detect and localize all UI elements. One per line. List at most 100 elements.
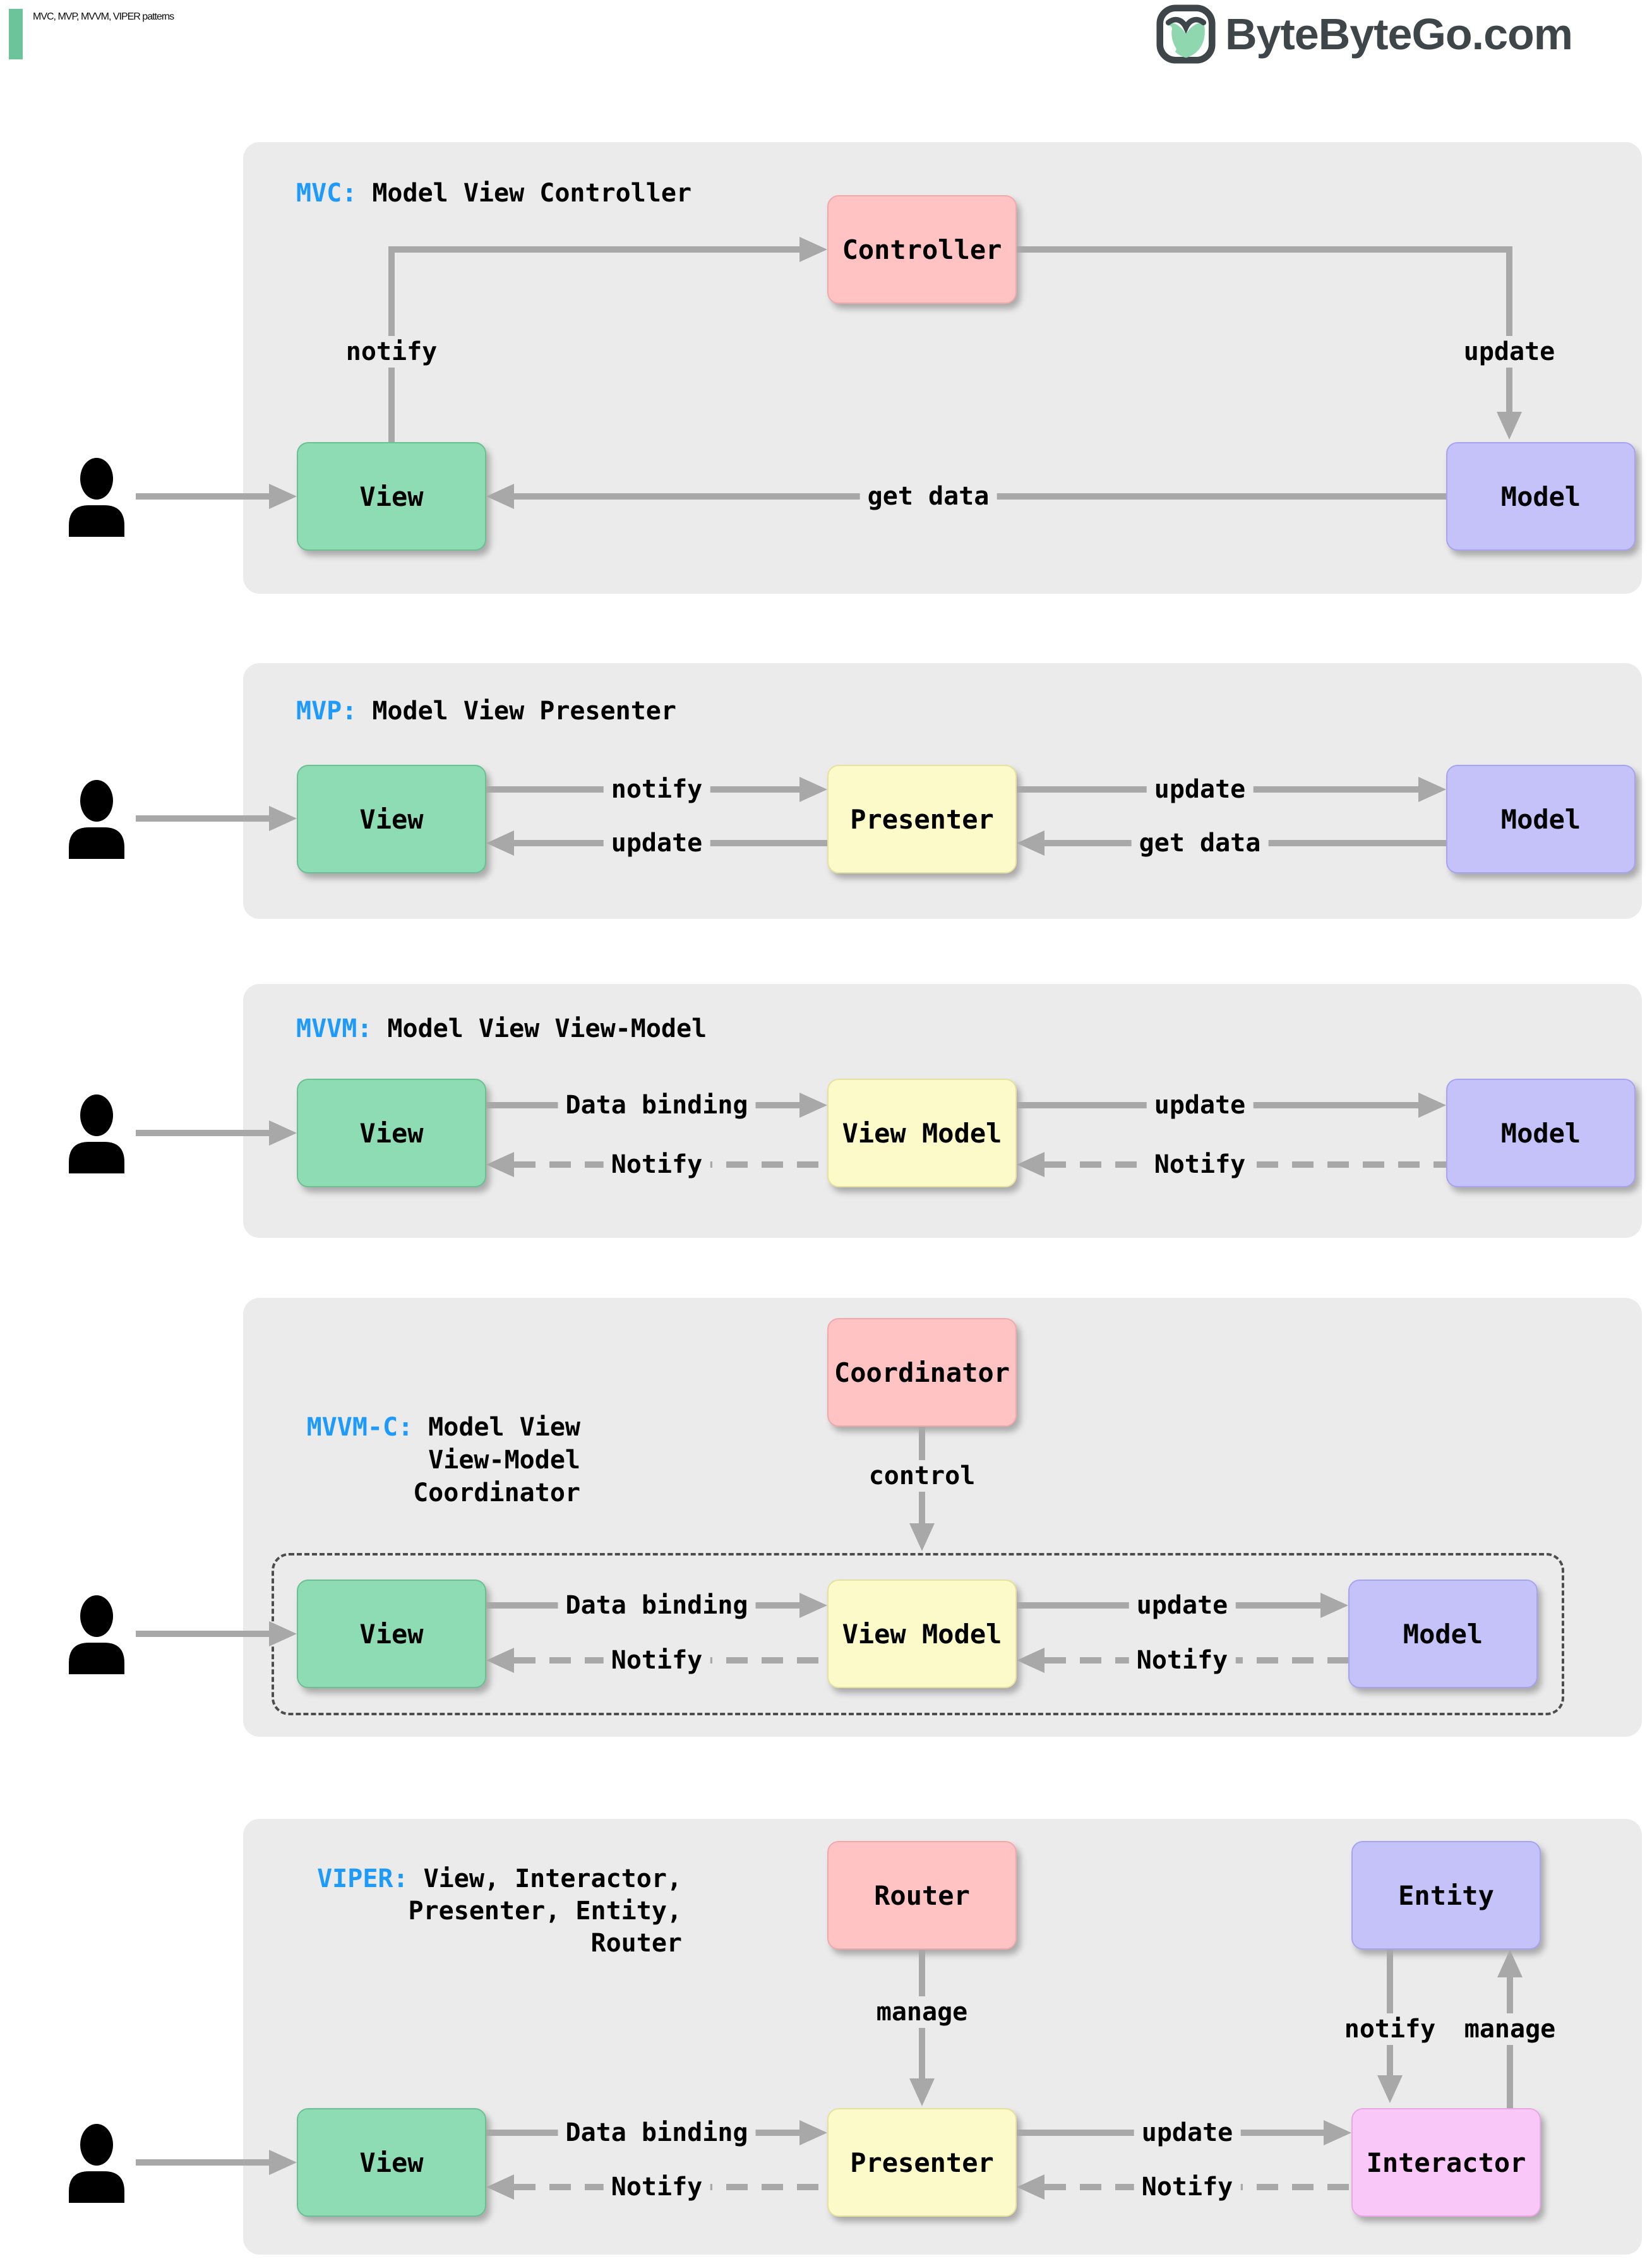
arrowhead-mvp-getdata bbox=[1017, 830, 1044, 856]
arrow-label-mvvmc-control: control bbox=[861, 1460, 983, 1492]
user-icon bbox=[69, 780, 124, 859]
arrowhead-mvp-user bbox=[269, 806, 297, 831]
arrowhead-mvvmc-control bbox=[909, 1523, 935, 1551]
arrow-line-viper-user bbox=[136, 2159, 269, 2166]
arrowhead-mvc-update bbox=[1497, 412, 1522, 440]
panel-mvvmc-label-line1: Model View bbox=[428, 1413, 580, 1442]
panel-viper-label-line3: Router bbox=[590, 1929, 683, 1958]
panel-viper-label-line2: Presenter, Entity, bbox=[408, 1897, 682, 1926]
page-title: MVC, MVP, MVVM, VIPER patterns bbox=[33, 11, 174, 22]
arrow-label-mvvmc-notify-vm: Notify bbox=[1128, 1645, 1236, 1676]
arrowhead-mvvm-update bbox=[1418, 1093, 1446, 1118]
bytebytego-mark-icon bbox=[1156, 4, 1216, 64]
arrow-label-mvp-update-view: update bbox=[603, 827, 710, 859]
panel-viper-label-line1: View, Interactor, bbox=[423, 1864, 682, 1893]
box-mvc-model: Model bbox=[1446, 442, 1636, 551]
box-mvvm-view: View bbox=[297, 1079, 486, 1187]
arrow-label-mvc-getdata: get data bbox=[859, 481, 997, 512]
panel-mvvm-label-text: Model View View-Model bbox=[387, 1014, 707, 1043]
panel-mvvmc-label-prefix: MVVM-C: bbox=[306, 1413, 414, 1442]
arrowhead-mvc-user bbox=[269, 484, 297, 509]
box-mvvm-model: Model bbox=[1446, 1079, 1636, 1187]
user-icon bbox=[69, 1595, 124, 1674]
box-viper-interactor: Interactor bbox=[1351, 2108, 1541, 2217]
box-viper-router: Router bbox=[827, 1841, 1017, 1950]
user-icon bbox=[69, 1094, 124, 1173]
panel-mvc-label-prefix: MVC: bbox=[296, 179, 357, 208]
panel-mvvm-label-prefix: MVVM: bbox=[296, 1014, 373, 1043]
arrow-label-mvvmc-update: update bbox=[1128, 1590, 1236, 1621]
panel-mvvmc-label: MVVM-C:Model View View-Model Coordinator bbox=[296, 1411, 580, 1509]
arrow-label-viper-manage-router: manage bbox=[868, 1996, 976, 2028]
arrowhead-viper-update bbox=[1324, 2120, 1351, 2145]
arrowhead-mvp-update-view bbox=[486, 830, 514, 856]
arrowhead-mvvmc-notify-vm bbox=[1017, 1648, 1044, 1673]
arrowhead-mvp-update-model bbox=[1418, 777, 1446, 802]
panel-mvc-label: MVC: Model View Controller bbox=[296, 177, 691, 210]
box-mvc-view: View bbox=[297, 442, 486, 551]
arrow-label-mvc-notify: notify bbox=[338, 336, 445, 368]
arrowhead-mvvm-notify-vm bbox=[1017, 1152, 1044, 1177]
arrowhead-viper-notify-entity bbox=[1377, 2075, 1403, 2103]
arrowhead-mvvm-databinding bbox=[799, 1093, 827, 1118]
box-mvvmc-coordinator: Coordinator bbox=[827, 1318, 1017, 1427]
arrow-label-viper-update: update bbox=[1134, 2117, 1241, 2149]
panel-viper-label-prefix: VIPER: bbox=[317, 1864, 409, 1893]
box-viper-view: View bbox=[297, 2108, 486, 2217]
arrow-label-viper-notify-view: Notify bbox=[603, 2171, 710, 2203]
box-mvp-presenter: Presenter bbox=[827, 765, 1017, 873]
logo-text: ByteByteGo.com bbox=[1225, 9, 1573, 59]
box-mvvmc-model: Model bbox=[1348, 1580, 1538, 1688]
arrowhead-mvvm-user bbox=[269, 1120, 297, 1146]
bytebytego-logo: ByteByteGo.com bbox=[1156, 4, 1573, 64]
arrow-label-mvvm-update: update bbox=[1146, 1089, 1254, 1121]
arrow-label-viper-notify-entity: notify bbox=[1336, 2013, 1444, 2045]
box-mvc-controller: Controller bbox=[827, 195, 1017, 304]
box-mvvm-viewmodel: View Model bbox=[827, 1079, 1017, 1187]
arrow-label-viper-databinding: Data binding bbox=[558, 2117, 756, 2149]
arrowhead-mvp-notify bbox=[799, 777, 827, 802]
arrow-label-mvp-notify: notify bbox=[603, 774, 710, 805]
user-icon bbox=[69, 458, 124, 537]
box-mvp-view: View bbox=[297, 765, 486, 873]
arrow-label-mvvm-databinding: Data binding bbox=[558, 1089, 756, 1121]
arrow-label-mvp-getdata: get data bbox=[1131, 827, 1269, 859]
arrow-label-mvvmc-notify-view: Notify bbox=[603, 1645, 710, 1676]
arrowhead-viper-notify-presenter bbox=[1017, 2174, 1044, 2200]
arrow-label-mvvmc-databinding: Data binding bbox=[558, 1590, 756, 1621]
arrowhead-mvvm-notify-view bbox=[486, 1152, 514, 1177]
user-icon bbox=[69, 2124, 124, 2203]
arrowhead-mvc-notify bbox=[799, 237, 827, 262]
arrow-line-mvc-notify-h bbox=[388, 246, 799, 253]
arrow-label-viper-notify-presenter: Notify bbox=[1134, 2171, 1241, 2203]
arrow-label-mvvm-notify-view: Notify bbox=[603, 1149, 710, 1180]
box-mvvmc-viewmodel: View Model bbox=[827, 1580, 1017, 1688]
arrowhead-viper-user bbox=[269, 2150, 297, 2175]
panel-mvp-label-prefix: MVP: bbox=[296, 697, 357, 726]
panel-mvc-label-text: Model View Controller bbox=[372, 179, 692, 208]
arrowhead-mvvmc-notify-view bbox=[486, 1648, 514, 1673]
arrowhead-mvc-getdata bbox=[486, 484, 514, 509]
arrow-label-viper-manage-entity: manage bbox=[1456, 2013, 1564, 2045]
arrowhead-viper-manage-router bbox=[909, 2078, 935, 2106]
box-viper-presenter: Presenter bbox=[827, 2108, 1017, 2217]
arrowhead-viper-manage-entity bbox=[1497, 1950, 1523, 1977]
arrow-line-mvc-update-h bbox=[1017, 246, 1512, 253]
box-viper-entity: Entity bbox=[1351, 1841, 1541, 1950]
arrowhead-mvvmc-update bbox=[1320, 1593, 1348, 1618]
arrowhead-mvvmc-databinding bbox=[799, 1593, 827, 1618]
panel-mvvm-label: MVVM: Model View View-Model bbox=[296, 1012, 707, 1045]
title-accent-bar bbox=[9, 9, 23, 59]
arrow-label-mvvm-notify-vm: Notify bbox=[1146, 1149, 1254, 1180]
arrow-line-viper-notify-entity bbox=[1387, 1950, 1393, 2075]
arrow-line-mvc-update-v bbox=[1506, 246, 1512, 412]
arrow-label-mvp-update-model: update bbox=[1146, 774, 1254, 805]
box-mvvmc-view: View bbox=[297, 1580, 486, 1688]
arrow-label-mvc-update: update bbox=[1456, 336, 1563, 368]
panel-viper-label: VIPER: View, Interactor, Presenter, Entit… bbox=[278, 1863, 682, 1960]
arrow-line-mvp-user bbox=[136, 815, 269, 822]
panel-mvvmc-label-line2: View-Model bbox=[428, 1446, 580, 1475]
panel-mvp-label: MVP:Model View Presenter bbox=[296, 695, 676, 728]
arrow-line-mvvmc-user bbox=[136, 1631, 269, 1637]
arrowhead-viper-notify-view bbox=[486, 2174, 514, 2200]
